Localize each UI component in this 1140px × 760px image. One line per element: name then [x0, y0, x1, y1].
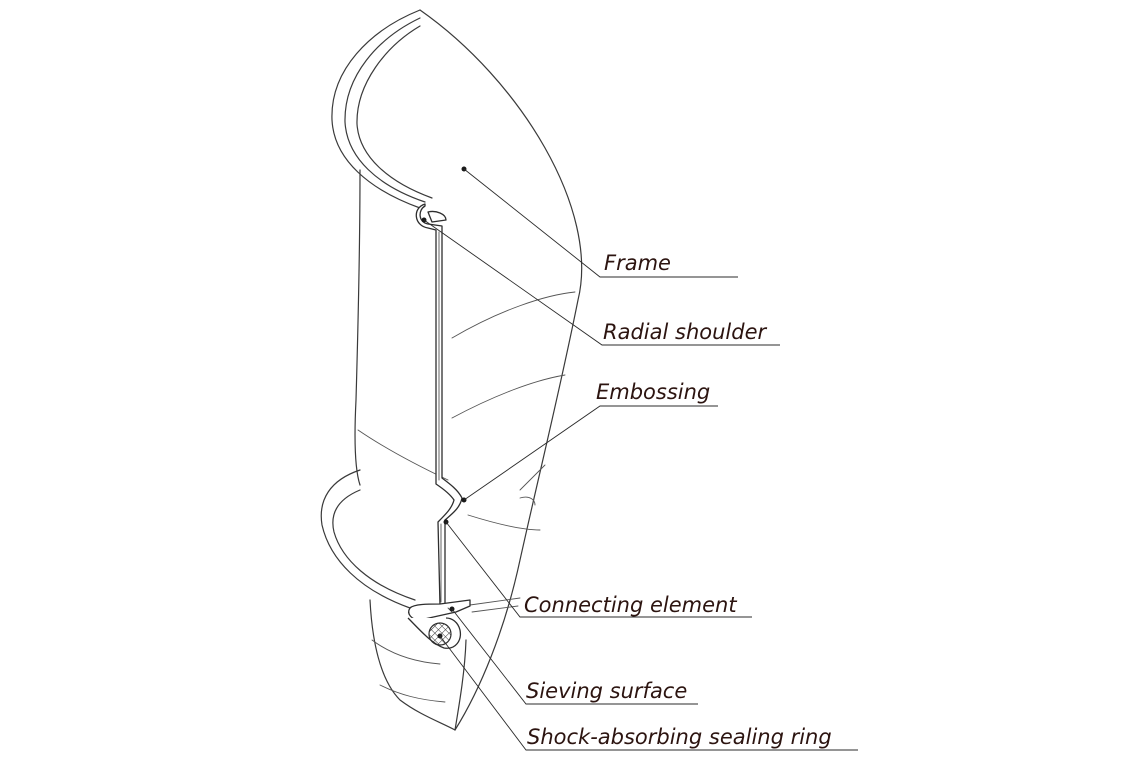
label-frame: Frame: [604, 251, 671, 275]
frame-body: [320, 9, 583, 731]
label-embossing: Embossing: [596, 380, 710, 404]
sieving-surface-leader: [451, 608, 698, 705]
labels: Frame Radial shoulder Embossing Connecti…: [524, 251, 832, 749]
frame-leader: [463, 168, 738, 278]
embossing-leader: [463, 405, 718, 501]
label-sealing-ring: Shock-absorbing sealing ring: [527, 725, 832, 749]
radial-shoulder-leader: [423, 219, 780, 346]
label-radial-shoulder: Radial shoulder: [603, 320, 767, 344]
label-connecting-element: Connecting element: [524, 593, 737, 617]
sealing-ring: [407, 617, 462, 649]
sealing-ring-leader: [439, 635, 858, 751]
leader-lines: [421, 166, 858, 751]
connecting-element-leader: [445, 521, 752, 618]
label-sieving-surface: Sieving surface: [526, 679, 687, 703]
wall-section: [408, 203, 471, 621]
